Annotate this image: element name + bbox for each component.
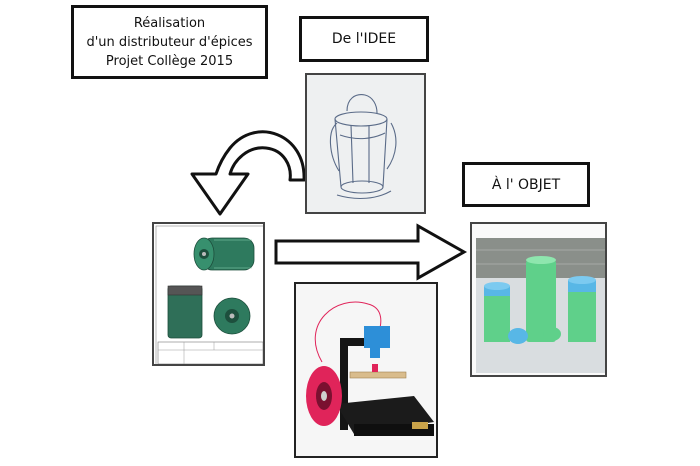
title-box: Réalisation d'un distributeur d'épices P…: [71, 5, 268, 79]
title-line-1: Réalisation: [133, 15, 206, 31]
curved-arrow-icon: [190, 130, 306, 216]
objet-label-box: À l' OBJET: [462, 162, 590, 207]
objet-label: À l' OBJET: [491, 176, 561, 193]
3d-printer-image: [294, 282, 438, 458]
idee-label-box: De l'IDEE: [299, 16, 429, 62]
title-line-3: Projet Collège 2015: [105, 53, 234, 69]
sketch-image: [305, 73, 426, 214]
sketch-drawing: [307, 75, 424, 212]
final-object-drawing: [472, 224, 605, 375]
cad-drawing-image: [152, 222, 265, 366]
final-object-image: [470, 222, 607, 377]
3d-printer-drawing: [296, 284, 436, 456]
right-arrow-icon: [274, 223, 468, 281]
title-line-2: d'un distributeur d'épices: [86, 34, 253, 50]
cad-drawing: [154, 224, 263, 364]
idee-label: De l'IDEE: [331, 31, 397, 47]
